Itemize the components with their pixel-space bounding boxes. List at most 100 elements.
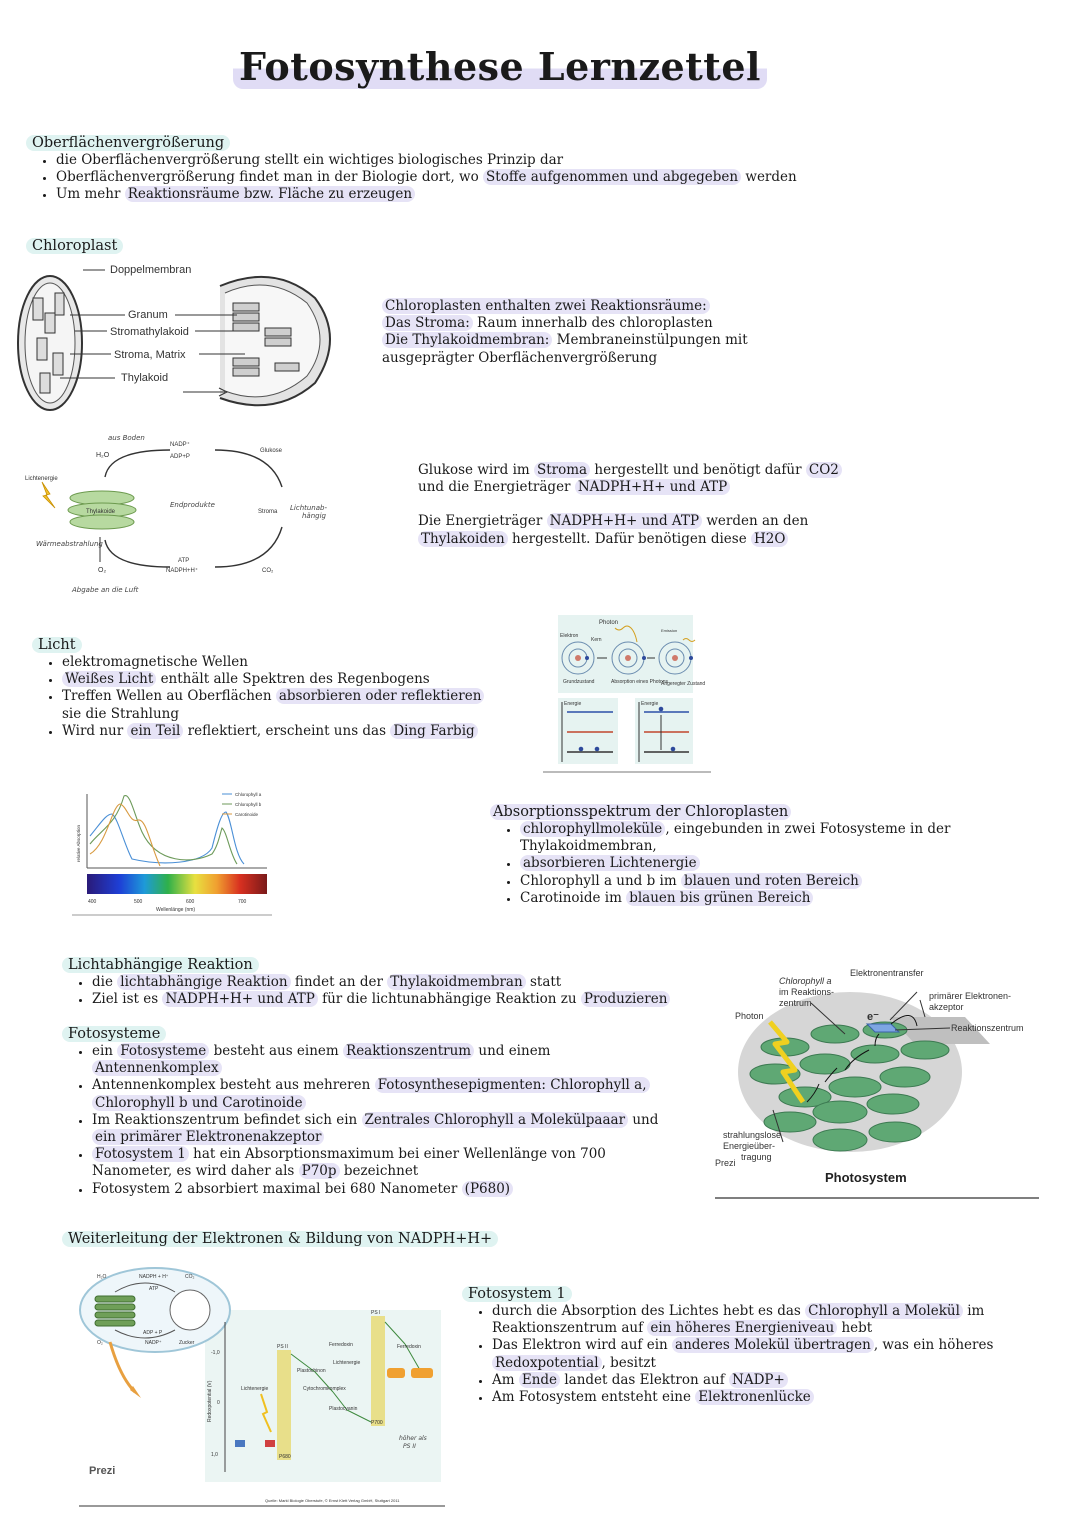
svg-text:Grundzustand: Grundzustand bbox=[563, 679, 595, 685]
section-heading-fotosysteme: Fotosysteme bbox=[62, 1026, 167, 1042]
atom-energy-diagram: Photon Elektron Kern Emission Grundzusta… bbox=[543, 615, 711, 773]
svg-text:Angeregter Zustand: Angeregter Zustand bbox=[661, 681, 705, 687]
svg-text:Thylakoide: Thylakoide bbox=[86, 509, 116, 515]
list-item: die Oberflächenvergrößerung stellt ein w… bbox=[56, 152, 876, 169]
svg-text:O₂: O₂ bbox=[97, 1340, 103, 1346]
svg-text:P680: P680 bbox=[279, 1454, 291, 1460]
svg-text:primärer Elektronen-: primärer Elektronen- bbox=[929, 991, 1011, 1001]
svg-text:relative Absorption: relative Absorption bbox=[76, 824, 81, 862]
list-item: die lichtabhängige Reaktion findet an de… bbox=[92, 974, 732, 991]
list-item: Wird nur ein Teil reflektiert, erscheint… bbox=[62, 722, 542, 740]
svg-text:Photon: Photon bbox=[735, 1011, 764, 1021]
svg-text:hängig: hängig bbox=[302, 512, 327, 520]
section-heading-lichtabhaengig: Lichtabhängige Reaktion bbox=[62, 957, 259, 973]
list-item: Im Reaktionszentrum befindet sich ein Ze… bbox=[92, 1111, 732, 1146]
svg-text:Wellenlänge (nm): Wellenlänge (nm) bbox=[156, 907, 195, 913]
list-item: ein Fotosysteme besteht aus einem Reakti… bbox=[92, 1043, 732, 1077]
svg-text:Prezi: Prezi bbox=[715, 1158, 736, 1168]
svg-text:O₂: O₂ bbox=[98, 567, 106, 574]
svg-text:Chlorophyll a: Chlorophyll a bbox=[235, 792, 262, 797]
svg-text:Photosystem: Photosystem bbox=[825, 1170, 907, 1185]
oberflaeche-list: die Oberflächenvergrößerung stellt ein w… bbox=[30, 152, 876, 204]
svg-text:Lichtenergie: Lichtenergie bbox=[333, 1360, 360, 1366]
svg-text:400: 400 bbox=[88, 899, 97, 905]
list-item: Treffen Wellen au Oberflächen absorbiere… bbox=[62, 688, 542, 722]
svg-text:NADP⁺: NADP⁺ bbox=[170, 441, 190, 448]
svg-text:Lichtenergie: Lichtenergie bbox=[241, 1386, 268, 1392]
svg-text:akzeptor: akzeptor bbox=[929, 1002, 964, 1012]
list-item: Fotosystem 2 absorbiert maximal bei 680 … bbox=[92, 1180, 732, 1198]
svg-text:Lichtenergie: Lichtenergie bbox=[25, 476, 58, 482]
svg-text:500: 500 bbox=[134, 899, 143, 905]
svg-text:Energie: Energie bbox=[564, 701, 581, 707]
svg-text:Endprodukte: Endprodukte bbox=[170, 501, 215, 509]
section-heading-oberflaeche: Oberflächenvergrößerung bbox=[26, 135, 231, 151]
list-item: absorbieren Lichtenergie bbox=[520, 855, 1020, 872]
list-item: Am Fotosystem entsteht eine Elektronenlü… bbox=[492, 1389, 1072, 1406]
svg-text:ATP: ATP bbox=[149, 1286, 159, 1292]
label-granum: Granum bbox=[128, 309, 168, 321]
cycle-text: Glukose wird im Stroma hergestellt und b… bbox=[418, 462, 898, 548]
spektrum-list: chlorophyllmoleküle, eingebunden in zwei… bbox=[494, 821, 1020, 907]
section-heading-licht: Licht bbox=[32, 637, 82, 653]
section-heading-weiterleitung: Weiterleitung der Elektronen & Bildung v… bbox=[62, 1231, 499, 1247]
svg-text:NADP⁺: NADP⁺ bbox=[145, 1340, 162, 1346]
svg-text:P700: P700 bbox=[371, 1420, 383, 1426]
electron-transport-diagram: H₂O NADPH + H⁺ CO₂ ATP ADP + P NADP⁺ O₂ … bbox=[79, 1267, 445, 1507]
svg-text:Quelle: Markl Biologie Oberstu: Quelle: Markl Biologie Oberstufe, © Erns… bbox=[265, 1498, 400, 1503]
absorption-spectrum-chart: Chlorophyll a Chlorophyll b Carotinoide … bbox=[72, 792, 272, 916]
svg-text:Energieüber-: Energieüber- bbox=[723, 1141, 775, 1151]
list-item: Chlorophyll a und b im blauen und roten … bbox=[520, 872, 1020, 890]
list-item: Fotosystem 1 hat ein Absorptionsmaximum … bbox=[92, 1146, 732, 1180]
svg-text:1,0: 1,0 bbox=[211, 1452, 218, 1458]
svg-text:ADP + P: ADP + P bbox=[143, 1330, 163, 1336]
section-heading-chloroplast: Chloroplast bbox=[26, 238, 124, 254]
list-item: elektromagnetische Wellen bbox=[62, 654, 542, 671]
list-item: chlorophyllmoleküle, eingebunden in zwei… bbox=[520, 821, 1020, 855]
svg-text:700: 700 bbox=[238, 899, 247, 905]
svg-text:e⁻: e⁻ bbox=[867, 1011, 879, 1023]
svg-text:Wärmeabstrahlung: Wärmeabstrahlung bbox=[36, 540, 103, 548]
lichtabhaengig-list: die lichtabhängige Reaktion findet an de… bbox=[66, 974, 732, 1008]
section-heading-fotosystem1: Fotosystem 1 bbox=[462, 1286, 572, 1302]
page-title: Fotosynthese Lernzettel bbox=[0, 44, 1000, 89]
svg-text:Reaktionszentrum: Reaktionszentrum bbox=[951, 1023, 1024, 1033]
svg-text:tragung: tragung bbox=[741, 1152, 772, 1162]
licht-list: elektromagnetische Wellen Weißes Licht e… bbox=[36, 654, 542, 740]
list-item: Das Elektron wird auf ein anderes Molekü… bbox=[492, 1337, 1072, 1371]
list-item: Carotinoide im blauen bis grünen Bereich bbox=[520, 889, 1020, 907]
svg-text:höher als: höher als bbox=[399, 1435, 427, 1442]
svg-text:Elektronentransfer: Elektronentransfer bbox=[850, 968, 924, 978]
svg-text:CO₂: CO₂ bbox=[262, 568, 274, 574]
svg-text:Cytochromkomplex: Cytochromkomplex bbox=[303, 1386, 346, 1392]
svg-text:Zucker: Zucker bbox=[179, 1340, 195, 1346]
section-heading-spektrum: Absorptionsspektrum der Chloroplasten bbox=[490, 804, 792, 820]
svg-text:Stroma: Stroma bbox=[258, 509, 278, 515]
svg-text:Ferredoxin: Ferredoxin bbox=[397, 1344, 421, 1350]
svg-text:Energie: Energie bbox=[641, 701, 658, 707]
svg-text:ADP+P: ADP+P bbox=[170, 454, 190, 460]
photosystem-diagram: Elektronentransfer Chlorophyll a im Reak… bbox=[715, 968, 1039, 1199]
list-item: Am Ende landet das Elektron auf NADP+ bbox=[492, 1371, 1072, 1389]
svg-text:Prezi: Prezi bbox=[89, 1465, 115, 1477]
svg-text:Abgabe an die Luft: Abgabe an die Luft bbox=[71, 586, 139, 594]
svg-text:H₂O: H₂O bbox=[97, 1274, 107, 1280]
svg-text:Absorption eines Photons: Absorption eines Photons bbox=[611, 679, 668, 685]
svg-text:Glukose: Glukose bbox=[260, 448, 283, 454]
svg-text:strahlungslose: strahlungslose bbox=[723, 1130, 781, 1140]
lightning-icon bbox=[41, 481, 56, 509]
svg-text:Elektron: Elektron bbox=[560, 633, 579, 639]
svg-text:CO₂: CO₂ bbox=[185, 1274, 195, 1280]
svg-text:PS II: PS II bbox=[403, 1443, 416, 1450]
svg-text:Ferredoxin: Ferredoxin bbox=[329, 1342, 353, 1348]
svg-text:Kern: Kern bbox=[591, 637, 602, 643]
svg-text:zentrum: zentrum bbox=[779, 998, 812, 1008]
svg-text:Carotinoide: Carotinoide bbox=[235, 812, 259, 817]
label-doppelmembran: Doppelmembran bbox=[110, 264, 191, 276]
label-thylakoid: Thylakoid bbox=[121, 372, 168, 384]
list-item: Antennenkomplex besteht aus mehreren Fot… bbox=[92, 1077, 732, 1111]
svg-text:ATP: ATP bbox=[178, 558, 189, 564]
svg-text:Chlorophyll b: Chlorophyll b bbox=[235, 802, 262, 807]
photosynthesis-cycle-diagram: aus Boden H₂O NADP⁺ ADP+P Glukose Lichte… bbox=[25, 434, 327, 594]
svg-text:Plastochinon: Plastochinon bbox=[297, 1368, 326, 1374]
